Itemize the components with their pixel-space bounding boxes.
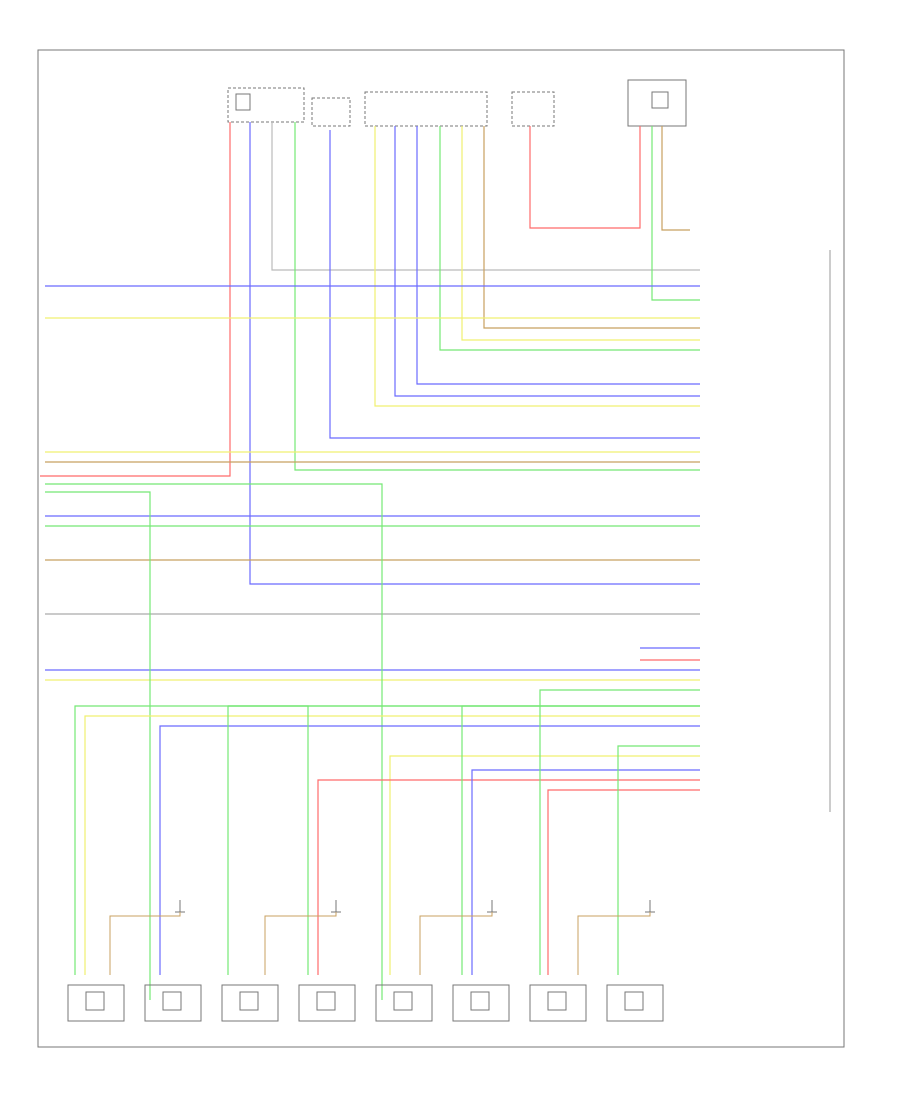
top-vertical-wires <box>40 122 700 585</box>
coil-3 <box>221 984 279 1022</box>
top-component-3 <box>364 91 488 127</box>
coil-feed-wires <box>74 689 700 975</box>
coil-1 <box>67 984 125 1022</box>
diagram-border <box>37 49 845 1048</box>
coil-2 <box>144 984 202 1022</box>
horizontal-wires <box>45 285 700 1000</box>
coil-4 <box>298 984 356 1022</box>
top-component-1 <box>227 87 305 123</box>
coil-8 <box>606 984 664 1022</box>
top-component-2 <box>311 97 351 127</box>
coil-7 <box>529 984 587 1022</box>
top-component-5 <box>627 79 687 127</box>
top-component-4 <box>511 91 555 127</box>
coil-6 <box>452 984 510 1022</box>
coil-5 <box>375 984 433 1022</box>
ground-symbols <box>109 900 655 975</box>
